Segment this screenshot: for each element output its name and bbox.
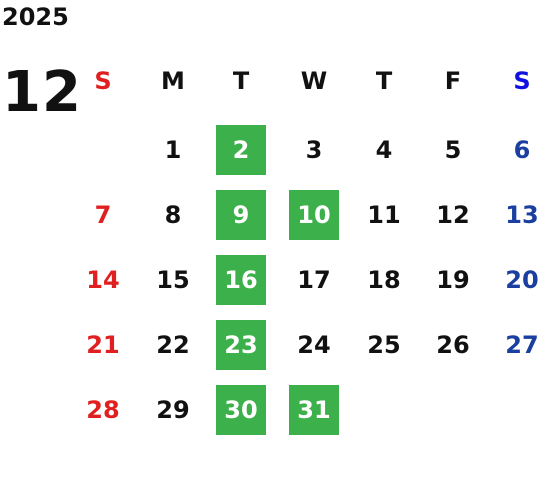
day-cell-9[interactable]: 9 [216,190,266,240]
day-cell-17[interactable]: 17 [297,266,331,294]
day-cell-13[interactable]: 13 [505,201,539,229]
day-cell-26[interactable]: 26 [436,331,470,359]
day-cell-19[interactable]: 19 [436,266,470,294]
weekday-header-tuesday: T [232,67,250,95]
day-cell-20[interactable]: 20 [505,266,539,294]
day-cell-11[interactable]: 11 [367,201,401,229]
weekday-header-wednesday: W [300,67,328,95]
day-cell-12[interactable]: 12 [436,201,470,229]
day-cell-2[interactable]: 2 [216,125,266,175]
day-cell-30[interactable]: 30 [216,385,266,435]
day-cell-5[interactable]: 5 [444,136,462,164]
day-cell-4[interactable]: 4 [375,136,393,164]
day-cell-16[interactable]: 16 [216,255,266,305]
day-cell-3[interactable]: 3 [305,136,323,164]
day-cell-14[interactable]: 14 [86,266,120,294]
day-cell-28[interactable]: 28 [86,396,120,424]
weekday-header-monday: M [161,67,185,95]
month-number: 12 [2,60,82,125]
weekday-header-sunday: S [94,67,112,95]
day-cell-24[interactable]: 24 [297,331,331,359]
day-cell-15[interactable]: 15 [156,266,190,294]
day-cell-10[interactable]: 10 [289,190,339,240]
day-cell-8[interactable]: 8 [164,201,182,229]
day-cell-22[interactable]: 22 [156,331,190,359]
day-cell-25[interactable]: 25 [367,331,401,359]
day-cell-31[interactable]: 31 [289,385,339,435]
weekday-header-thursday: T [375,67,393,95]
day-cell-6[interactable]: 6 [513,136,531,164]
day-cell-29[interactable]: 29 [156,396,190,424]
year-label: 2025 [2,3,69,31]
weekday-header-saturday: S [513,67,531,95]
day-cell-27[interactable]: 27 [505,331,539,359]
day-cell-1[interactable]: 1 [164,136,182,164]
weekday-header-friday: F [444,67,462,95]
day-cell-7[interactable]: 7 [94,201,112,229]
day-cell-23[interactable]: 23 [216,320,266,370]
day-cell-21[interactable]: 21 [86,331,120,359]
day-cell-18[interactable]: 18 [367,266,401,294]
